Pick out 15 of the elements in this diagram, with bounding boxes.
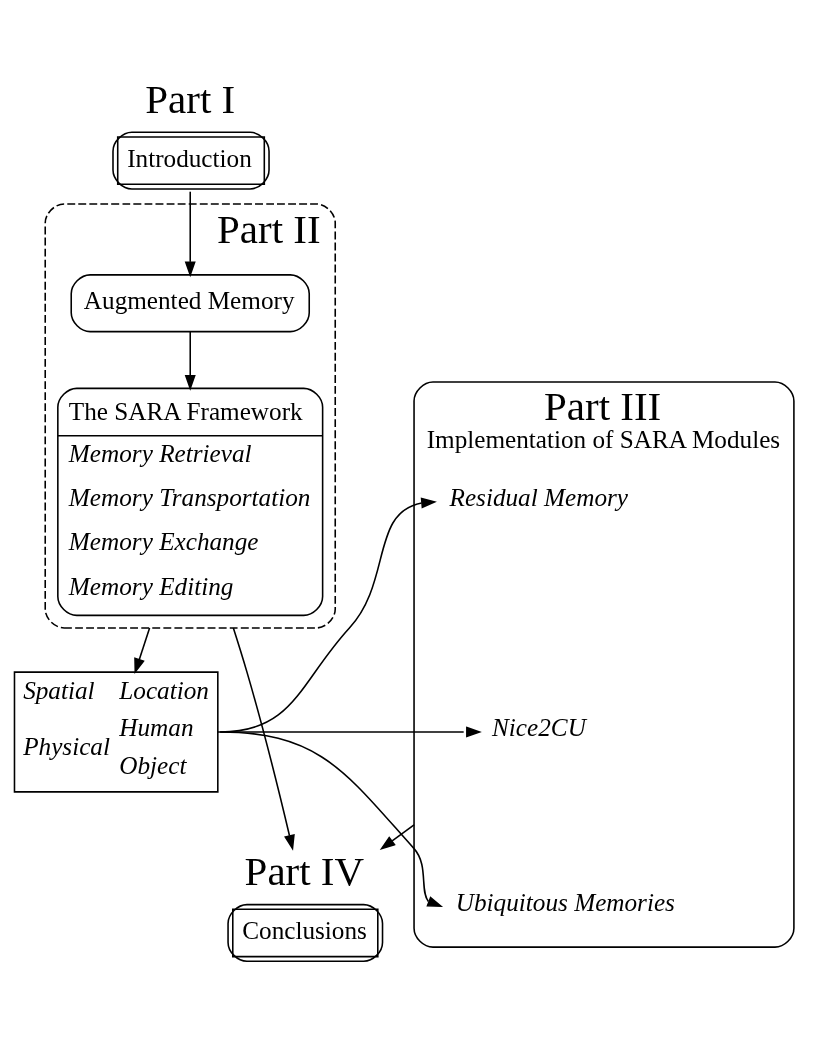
node-text: Ubiquitous Memories [455,888,675,916]
arrow [134,627,151,675]
arrow [184,331,196,391]
arrow [217,726,482,738]
node-label: Part IV [244,848,365,895]
node-box: Introduction [112,131,270,190]
node-text: Residual Memory [449,484,628,512]
node-label: Part I [145,76,236,123]
arrow [379,824,415,850]
node-box: Augmented Memory [70,274,311,333]
node-text: Nice2CU [492,714,586,742]
node-box: Conclusions [227,903,384,963]
arrow [184,190,196,278]
arrow [219,731,444,907]
arrow [232,627,295,851]
